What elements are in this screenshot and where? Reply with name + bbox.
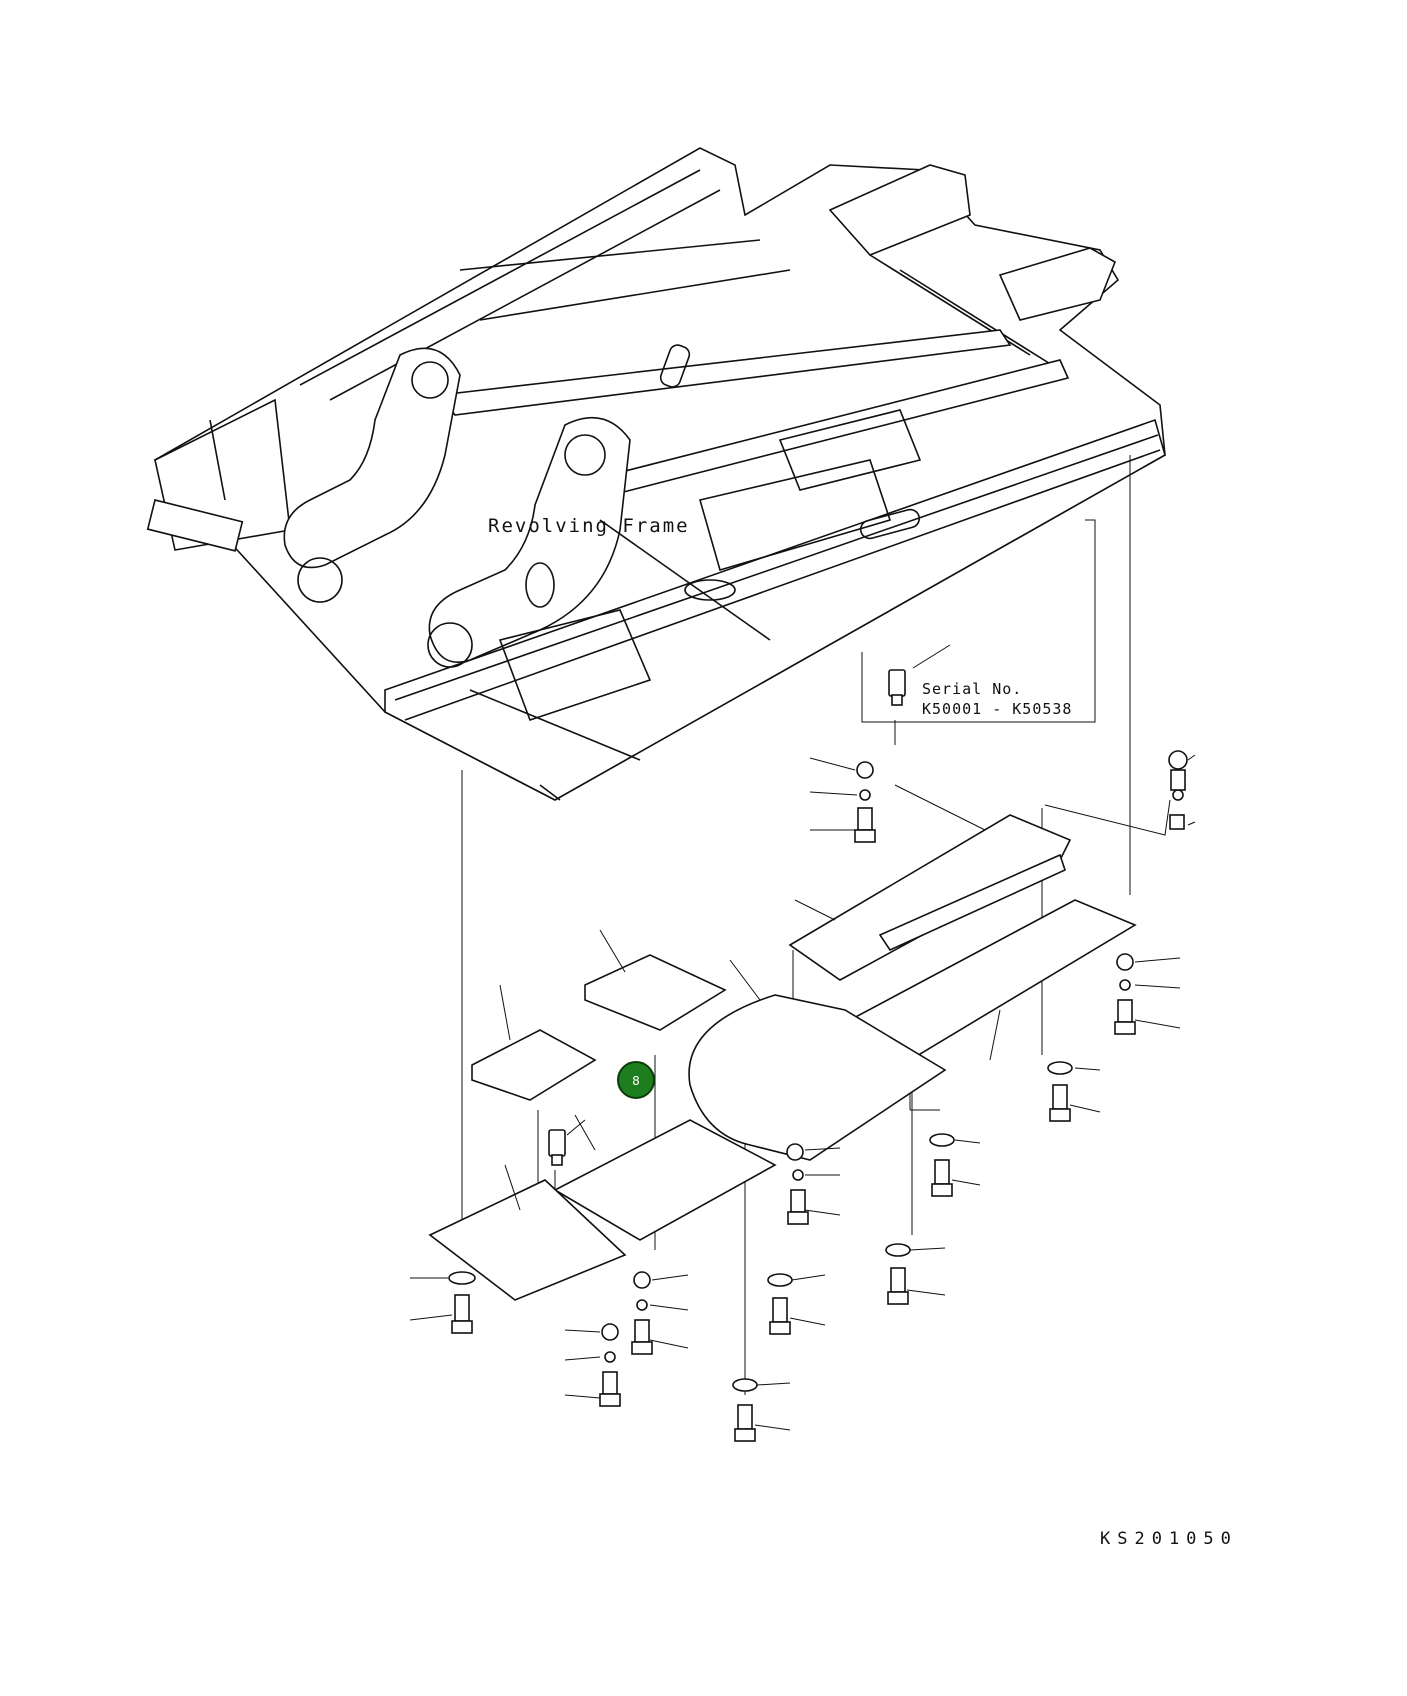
revolving-frame [146, 147, 1166, 801]
bolt-stack-b [1114, 953, 1181, 1035]
serial-number-box: Serial No. K50001 - K50538 [861, 519, 1096, 723]
bolt-stack-e [929, 1133, 981, 1197]
bolt-stack-l [409, 1271, 476, 1334]
bolt-stack-h [767, 1273, 826, 1335]
bolt-stack-c [1047, 1061, 1101, 1122]
drawing-code: KS201050 [1100, 1529, 1238, 1549]
bolt-stack-i [732, 1378, 791, 1442]
serial-title: Serial No. [922, 680, 1022, 698]
bolt-stack-a [809, 757, 876, 843]
bolt-stack-k [564, 1323, 621, 1407]
bolt-stack-j [631, 1271, 689, 1355]
fasteners [409, 750, 1196, 1442]
callout-8-circle[interactable] [617, 1061, 655, 1099]
callout-8[interactable]: 8 [617, 1061, 655, 1099]
serial-range: K50001 - K50538 [922, 700, 1072, 718]
cover-plates [428, 814, 1137, 1301]
callout-8-number[interactable]: 8 [632, 1074, 640, 1088]
bolt-stack-d [1168, 750, 1196, 830]
frame-label: Revolving Frame [488, 515, 690, 537]
bolt-stack-g [885, 1243, 946, 1305]
bolt-stack-f [786, 1143, 841, 1225]
